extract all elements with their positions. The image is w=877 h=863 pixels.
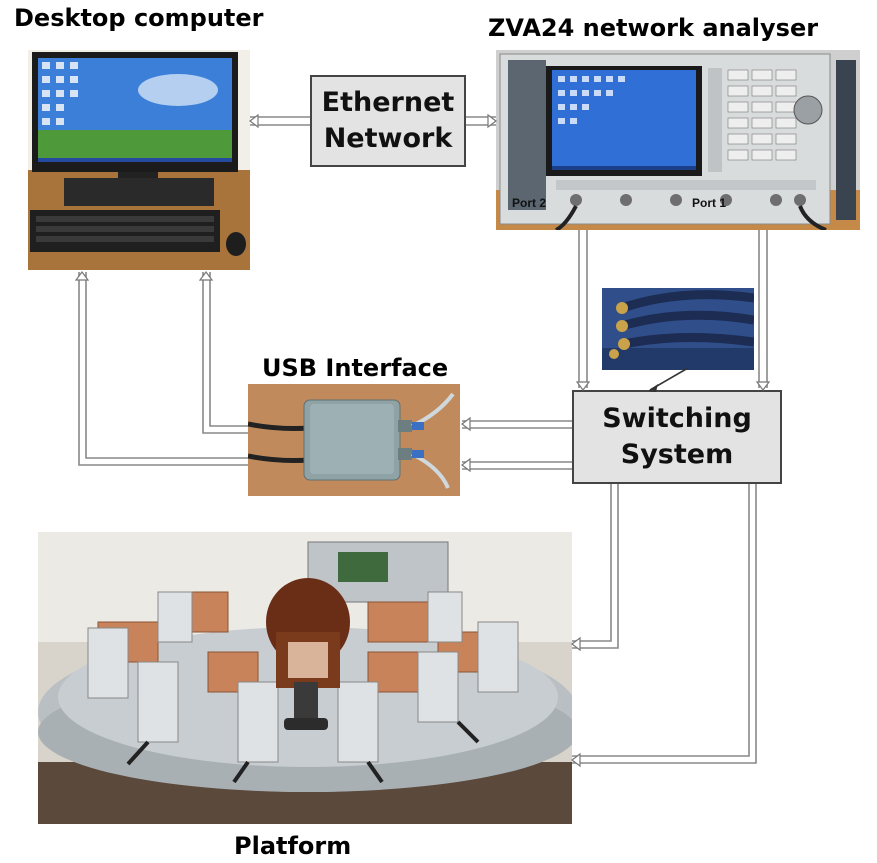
usb-interface-photo	[248, 384, 460, 496]
port2-label: Port 2	[512, 196, 547, 210]
usb-desktop-inner-b	[202, 272, 248, 434]
arrowhead-usb-upper	[461, 416, 471, 432]
desktop-computer-photo	[28, 50, 250, 270]
usb-interface-label: USB Interface	[262, 354, 449, 382]
arrowhead-usb-lower	[461, 457, 471, 473]
switching-line-2: System	[620, 439, 734, 470]
desktop-computer-illustration	[28, 50, 250, 270]
switch-platform-line-2a	[572, 484, 757, 764]
switch-platform-line-1a	[572, 484, 619, 649]
arrowhead-analyser-right	[487, 113, 497, 129]
network-analyser-label: ZVA24 network analyser	[488, 14, 819, 42]
switching-line-1: Switching	[602, 403, 752, 434]
arrowhead-platform-lower	[571, 752, 581, 768]
switching-system-box: Switching System	[572, 390, 782, 484]
arrowhead-platform-upper	[571, 636, 581, 652]
arrowhead-port1-down	[755, 381, 771, 391]
platform-label: Platform	[234, 832, 352, 860]
network-analyser-illustration	[496, 50, 860, 230]
arrowhead-desktop-left	[249, 113, 259, 129]
ethernet-line-2: Network	[323, 123, 453, 154]
switch-platform-line-2b	[572, 484, 750, 757]
cable-closeup-photo	[602, 288, 754, 370]
arrowhead-desktop-inner	[198, 271, 214, 281]
port1-label: Port 1	[692, 196, 727, 210]
usb-desktop-outer-b	[78, 272, 248, 466]
usb-desktop-outer-a	[85, 272, 248, 459]
arrowhead-port2-down	[575, 381, 591, 391]
platform-illustration	[38, 532, 572, 824]
desktop-computer-label: Desktop computer	[14, 4, 264, 32]
platform-photo	[38, 532, 572, 824]
closeup-pointer-line	[649, 367, 689, 391]
arrowhead-desktop-outer	[74, 271, 90, 281]
usb-interface-illustration	[248, 384, 460, 496]
cable-closeup-illustration	[602, 288, 754, 370]
ethernet-network-box: Ethernet Network	[310, 75, 466, 167]
network-analyser-photo: Port 2 Port 1	[496, 50, 860, 230]
usb-desktop-inner-a	[209, 272, 248, 427]
ethernet-line-1: Ethernet	[321, 87, 455, 118]
switch-platform-line-1b	[572, 484, 612, 642]
